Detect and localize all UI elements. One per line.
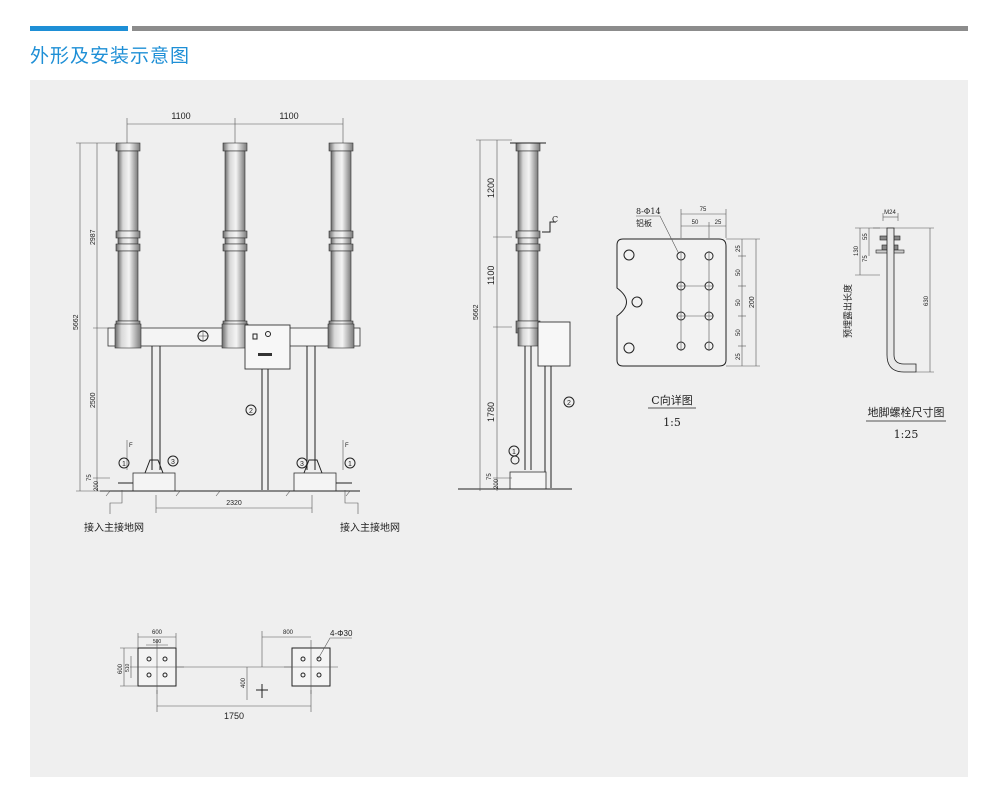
dim-800: 800: [283, 630, 294, 636]
dim-2500: 2500: [90, 392, 97, 408]
dim-1750: 1750: [224, 711, 244, 721]
label-c: C: [552, 215, 558, 224]
dim-55: 55: [863, 233, 869, 240]
dim-5662-side: 5662: [473, 304, 480, 320]
label-8-holes: 8-Φ14: [636, 207, 661, 216]
dim-1780: 1780: [486, 402, 496, 422]
dim-m24: M24: [884, 210, 896, 216]
label-embed-length: 预埋露出长度: [842, 284, 854, 338]
detail-c-view: 75 50 25 25 50 50 50 25 200 8-Φ14 铝板 C向详…: [616, 207, 760, 429]
dim-75-detail: 75: [700, 207, 707, 213]
insulator-column-left: [115, 142, 141, 334]
svg-text:F: F: [129, 443, 133, 449]
mechanism-cabinet: [244, 324, 291, 370]
detail-c-caption: C向详图: [651, 393, 692, 407]
callout-2: 2: [249, 408, 253, 415]
page-title: 外形及安装示意图: [30, 45, 191, 67]
dim-1100: 1100: [486, 266, 496, 285]
side-view: C 2 1 5662 1200 1100 1780 75 200: [458, 139, 575, 491]
insulator-column-right: [328, 142, 354, 334]
label-ground-left: 接入主接地网: [84, 521, 144, 534]
detail-c-scale: 1:5: [663, 416, 681, 429]
header-rule: [132, 26, 968, 31]
dim-75-bolt: 75: [863, 255, 869, 262]
insulator-column-middle: [222, 142, 248, 334]
dim-200-side: 200: [494, 478, 500, 489]
label-aluminum-plate: 铝板: [636, 218, 652, 228]
anchor-bolt-view: M24 130 55 75 630 预埋露出长度 地脚螺栓尺寸图 1:25: [842, 210, 946, 441]
dim-1200: 1200: [486, 178, 496, 198]
plan-view: 600 500 600 510 800 400 1750 4-Φ30: [118, 629, 353, 721]
dim-400: 400: [241, 677, 247, 688]
dim-25-v1: 25: [736, 245, 742, 252]
dim-2987: 2987: [90, 229, 97, 245]
header-accent-bar: [30, 26, 128, 31]
drawing-panel: [30, 80, 968, 777]
callout-3-right: 3: [300, 461, 304, 468]
anchor-bolt-caption: 地脚螺栓尺寸图: [868, 405, 945, 419]
dim-50-detail: 50: [692, 220, 699, 226]
dim-5662: 5662: [73, 314, 80, 330]
dim-2320: 2320: [226, 500, 242, 507]
callout-1-right: 1: [348, 461, 352, 468]
bolt-body: [886, 227, 917, 373]
dim-50-v2: 50: [736, 299, 742, 306]
dim-500: 500: [153, 639, 162, 645]
dim-200-detail: 200: [749, 296, 756, 308]
svg-text:F: F: [345, 443, 349, 449]
label-4-holes: 4-Φ30: [330, 629, 353, 638]
mechanism-cabinet-side: [537, 321, 571, 367]
dim-25-detail: 25: [715, 220, 722, 226]
dim-1100-right: 1100: [279, 111, 298, 121]
dim-600-top: 600: [152, 630, 163, 636]
dim-630: 630: [924, 295, 930, 306]
dim-200: 200: [94, 480, 100, 491]
callout-3-left: 3: [171, 459, 175, 466]
callout-2-side: 2: [567, 400, 571, 407]
callout-1-left: 1: [122, 461, 126, 468]
dim-75-side: 75: [487, 473, 493, 480]
aluminum-plate: [616, 238, 727, 367]
callout-1-side: 1: [512, 449, 516, 456]
dim-75: 75: [87, 474, 93, 481]
anchor-bolt-scale: 1:25: [894, 428, 919, 441]
dim-510: 510: [125, 663, 131, 672]
insulator-column-side: [515, 142, 541, 334]
dim-600-side: 600: [118, 663, 124, 674]
dim-50-v3: 50: [736, 329, 742, 336]
label-ground-right: 接入主接地网: [340, 521, 400, 534]
dim-25-v2: 25: [736, 353, 742, 360]
dim-1100-left: 1100: [171, 111, 190, 121]
front-view: 1100 1100 F: [73, 111, 400, 534]
dim-130: 130: [854, 245, 860, 256]
dim-50-v1: 50: [736, 269, 742, 276]
